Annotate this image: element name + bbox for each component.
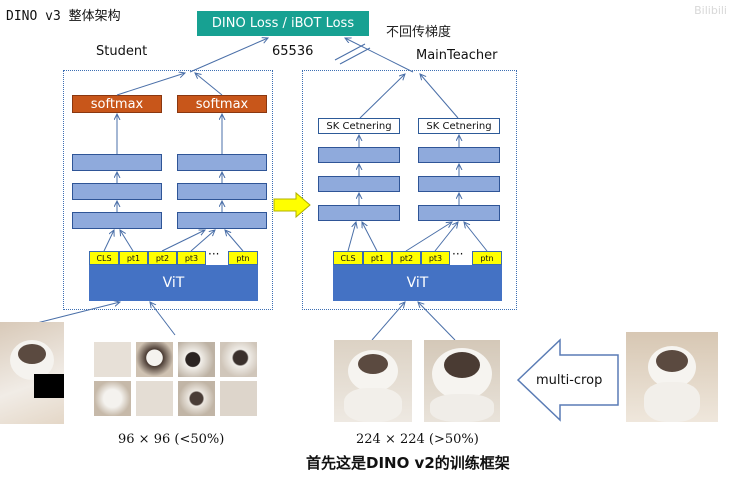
sk-label: SK Cetnering — [326, 120, 392, 132]
sk-label: SK Cetnering — [426, 120, 492, 132]
teacher-vit: ViT — [333, 265, 502, 301]
global-crop-1 — [334, 340, 412, 422]
student-layer-right-3 — [177, 154, 267, 171]
local-crop-7 — [178, 381, 215, 416]
teacher-sk-right: SK Cetnering — [418, 118, 500, 134]
local-crop-2 — [136, 342, 173, 377]
student-token-ellipsis: ··· — [208, 247, 220, 261]
student-vit: ViT — [89, 265, 258, 301]
teacher-token-pt3: pt3 — [421, 251, 450, 265]
multi-crop-label: multi-crop — [536, 373, 603, 388]
loss-label: DINO Loss / iBOT Loss — [211, 16, 355, 31]
teacher-layer-left-1 — [318, 205, 400, 221]
student-layer-left-3 — [72, 154, 162, 171]
teacher-token-pt1: pt1 — [363, 251, 392, 265]
student-token-pt3: pt3 — [177, 251, 206, 265]
local-crop-1 — [94, 342, 131, 377]
teacher-token-cls: CLS — [333, 251, 363, 265]
local-crop-4 — [220, 342, 257, 377]
no-grad-label: 不回传梯度 — [386, 25, 452, 40]
teacher-token-ellipsis: ··· — [452, 247, 464, 261]
student-label: Student — [96, 44, 148, 59]
source-cat-image — [626, 332, 718, 422]
student-panel — [63, 70, 273, 310]
local-crop-caption: 96 × 96 (<50%) — [118, 432, 225, 447]
page-title: DINO v3 整体架构 — [6, 9, 121, 24]
loss-box: DINO Loss / iBOT Loss — [197, 11, 369, 36]
teacher-layer-right-3 — [418, 147, 500, 163]
teacher-layer-right-1 — [418, 205, 500, 221]
student-layer-left-1 — [72, 212, 162, 229]
teacher-layer-left-3 — [318, 147, 400, 163]
bottom-caption: 首先这是DINO v2的训练框架 — [306, 454, 510, 472]
vit-label: ViT — [162, 275, 185, 291]
student-layer-left-2 — [72, 183, 162, 200]
student-layer-right-2 — [177, 183, 267, 200]
student-softmax-right: softmax — [177, 95, 267, 113]
student-token-pt1: pt1 — [119, 251, 148, 265]
local-crop-5 — [94, 381, 131, 416]
local-crop-6 — [136, 381, 173, 416]
teacher-layer-right-2 — [418, 176, 500, 192]
teacher-layer-left-2 — [318, 176, 400, 192]
teacher-token-pt2: pt2 — [392, 251, 421, 265]
teacher-sk-left: SK Cetnering — [318, 118, 400, 134]
global-crop-2 — [424, 340, 500, 422]
student-token-ptn: ptn — [228, 251, 258, 265]
student-token-pt2: pt2 — [148, 251, 177, 265]
student-token-cls: CLS — [89, 251, 119, 265]
local-crop-3 — [178, 342, 215, 377]
watermark: Bilibili — [694, 4, 727, 17]
cat-image-global-small — [0, 322, 64, 424]
teacher-label: MainTeacher — [416, 48, 498, 63]
dim-label: 65536 — [272, 44, 314, 59]
global-crop-caption: 224 × 224 (>50%) — [356, 432, 479, 447]
softmax-label: softmax — [90, 96, 144, 112]
student-softmax-left: softmax — [72, 95, 162, 113]
vit-label: ViT — [406, 275, 429, 291]
teacher-token-ptn: ptn — [472, 251, 502, 265]
student-layer-right-1 — [177, 212, 267, 229]
local-crop-8 — [220, 381, 257, 416]
softmax-label: softmax — [195, 96, 249, 112]
